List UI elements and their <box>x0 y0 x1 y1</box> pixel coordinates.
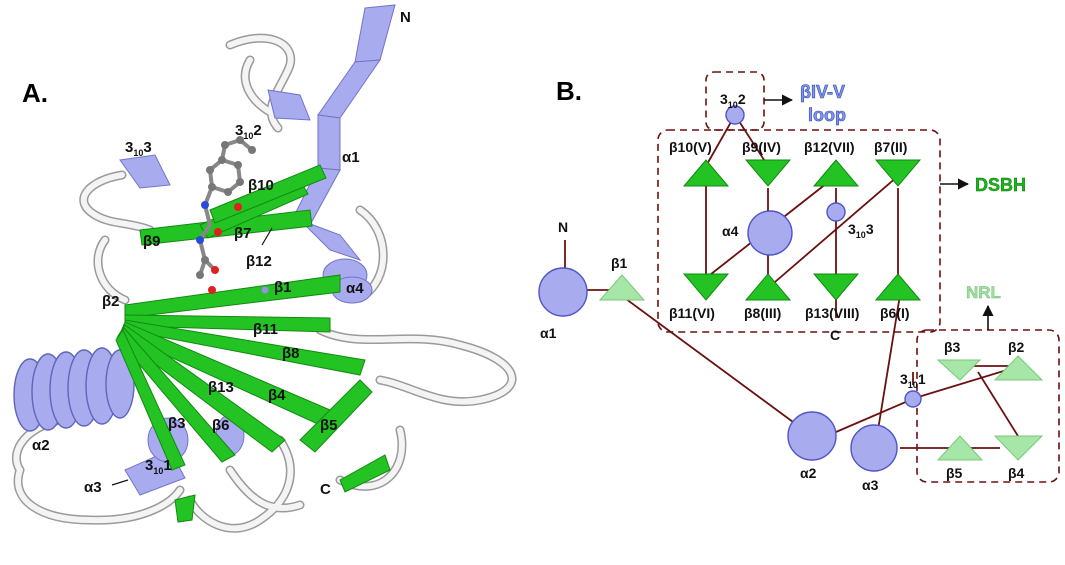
topo-label-3-10-1: 3101 <box>900 371 926 390</box>
label-beta1-a: β1 <box>274 279 292 296</box>
label-beta8-a: β8 <box>282 345 300 362</box>
annotation-loop-line2: loop <box>808 105 846 125</box>
label-beta12-a: β12 <box>246 253 272 270</box>
label-c-terminus-a: C <box>320 481 331 498</box>
topo-label-b6-i: β6(I) <box>880 305 910 321</box>
topo-label-b13-viii: β13(VIII) <box>805 305 859 321</box>
topo-label-alpha4: α4 <box>722 223 739 239</box>
topo-label-3-10-3: 3103 <box>848 221 874 240</box>
node-3-10-2 <box>725 105 745 125</box>
helix-alpha1 <box>291 4 396 262</box>
loop-coils <box>11 33 517 533</box>
topo-label-b7-ii: β7(II) <box>874 139 907 155</box>
node-alpha3 <box>850 424 898 472</box>
panel-b-topology: B. <box>538 71 1060 493</box>
label-beta13-a: β13 <box>208 379 234 396</box>
annotation-loop-line1: βIV-V <box>800 82 845 102</box>
strand-b3-shape <box>115 328 186 471</box>
topo-label-b10-v: β10(V) <box>669 139 712 155</box>
topo-label-b8-iii: β8(III) <box>744 305 781 321</box>
label-3-10-2-a: 3102 <box>235 122 262 141</box>
annotation-arrows <box>764 94 994 330</box>
topo-label-alpha3: α3 <box>862 477 879 493</box>
label-alpha2-a: α2 <box>32 437 50 454</box>
node-3-10-1 <box>904 390 922 408</box>
label-alpha4-a: α4 <box>346 280 364 297</box>
ligand-molecule <box>196 136 269 294</box>
strand-b10-v <box>682 159 730 187</box>
strand-b5-shape <box>299 379 373 453</box>
topo-label-alpha1: α1 <box>540 325 557 341</box>
strand-b7-ii <box>874 159 922 187</box>
strand-b4-topo <box>993 435 1044 461</box>
label-beta11-a: β11 <box>253 321 278 338</box>
label-beta9-a: β9 <box>143 233 161 250</box>
topo-label-beta3: β3 <box>944 339 961 355</box>
helix-3-10-3 <box>119 154 171 189</box>
label-3-10-1-a: 3101 <box>145 457 172 476</box>
strand-b1-topo <box>598 274 646 301</box>
strand-b2-topo <box>993 355 1044 381</box>
label-alpha1-a: α1 <box>342 149 360 166</box>
topo-label-n: N <box>558 219 568 235</box>
strand-b3-topo <box>936 359 982 381</box>
strand-b8-iii <box>744 273 792 301</box>
topo-label-beta2: β2 <box>1008 339 1025 355</box>
topo-label-beta1: β1 <box>611 255 628 271</box>
strand-b6-i <box>874 273 922 301</box>
node-3-10-3 <box>826 202 846 222</box>
topo-label-b9-iv: β9(IV) <box>742 139 781 155</box>
label-beta4-a: β4 <box>268 387 286 404</box>
topo-label-3-10-2: 3102 <box>720 91 746 110</box>
annotation-nrl: NRL <box>966 283 1001 302</box>
topo-label-beta4: β4 <box>1008 465 1025 481</box>
helix-3-10-2 <box>267 89 311 121</box>
node-alpha4 <box>747 210 793 256</box>
panel-a-structure: A. N α1 α4 α2 α3 C 3102 3103 3101 β10 β9… <box>11 4 517 533</box>
helix-nodes <box>538 105 922 472</box>
helix-alpha2 <box>13 347 135 432</box>
loop-region-box <box>705 71 765 131</box>
node-alpha1 <box>538 267 588 317</box>
dsbh-region-box <box>657 129 941 333</box>
nrl-strands <box>598 274 1044 461</box>
strand-lower-shape <box>174 494 196 523</box>
label-beta6-a: β6 <box>212 417 230 434</box>
strand-b5-topo <box>936 435 984 461</box>
label-beta2-a: β2 <box>102 293 120 310</box>
panel-a-label: A. <box>22 78 48 108</box>
strand-b13-viii <box>812 273 860 301</box>
label-n-terminus-a: N <box>400 9 411 26</box>
label-alpha3-a: α3 <box>84 479 102 496</box>
strand-b9-iv <box>744 159 792 187</box>
label-beta3-a: β3 <box>168 415 186 432</box>
panel-b-label: B. <box>556 76 582 106</box>
label-beta7-a: β7 <box>234 225 252 242</box>
annotation-dsbh: DSBH <box>975 175 1026 195</box>
label-beta5-a: β5 <box>320 417 338 434</box>
strand-b13-shape <box>117 324 286 453</box>
topology-connectors <box>564 114 1021 449</box>
strand-b11-vi <box>682 273 730 301</box>
strand-b1-shape <box>124 274 341 319</box>
label-leaders <box>111 227 273 486</box>
dsbh-strands <box>682 159 922 301</box>
topo-label-b11-vi: β11(VI) <box>669 305 715 321</box>
label-beta10-a: β10 <box>248 177 274 194</box>
topo-label-alpha2: α2 <box>800 465 817 481</box>
label-3-10-3-a: 3103 <box>125 139 152 158</box>
strand-b12-vii <box>812 159 860 187</box>
topo-label-b12-vii: β12(VII) <box>804 139 855 155</box>
node-alpha2 <box>787 411 837 461</box>
strand-c-term-shape <box>339 454 391 493</box>
topo-label-beta5: β5 <box>946 465 963 481</box>
topo-label-c: C <box>830 327 840 343</box>
